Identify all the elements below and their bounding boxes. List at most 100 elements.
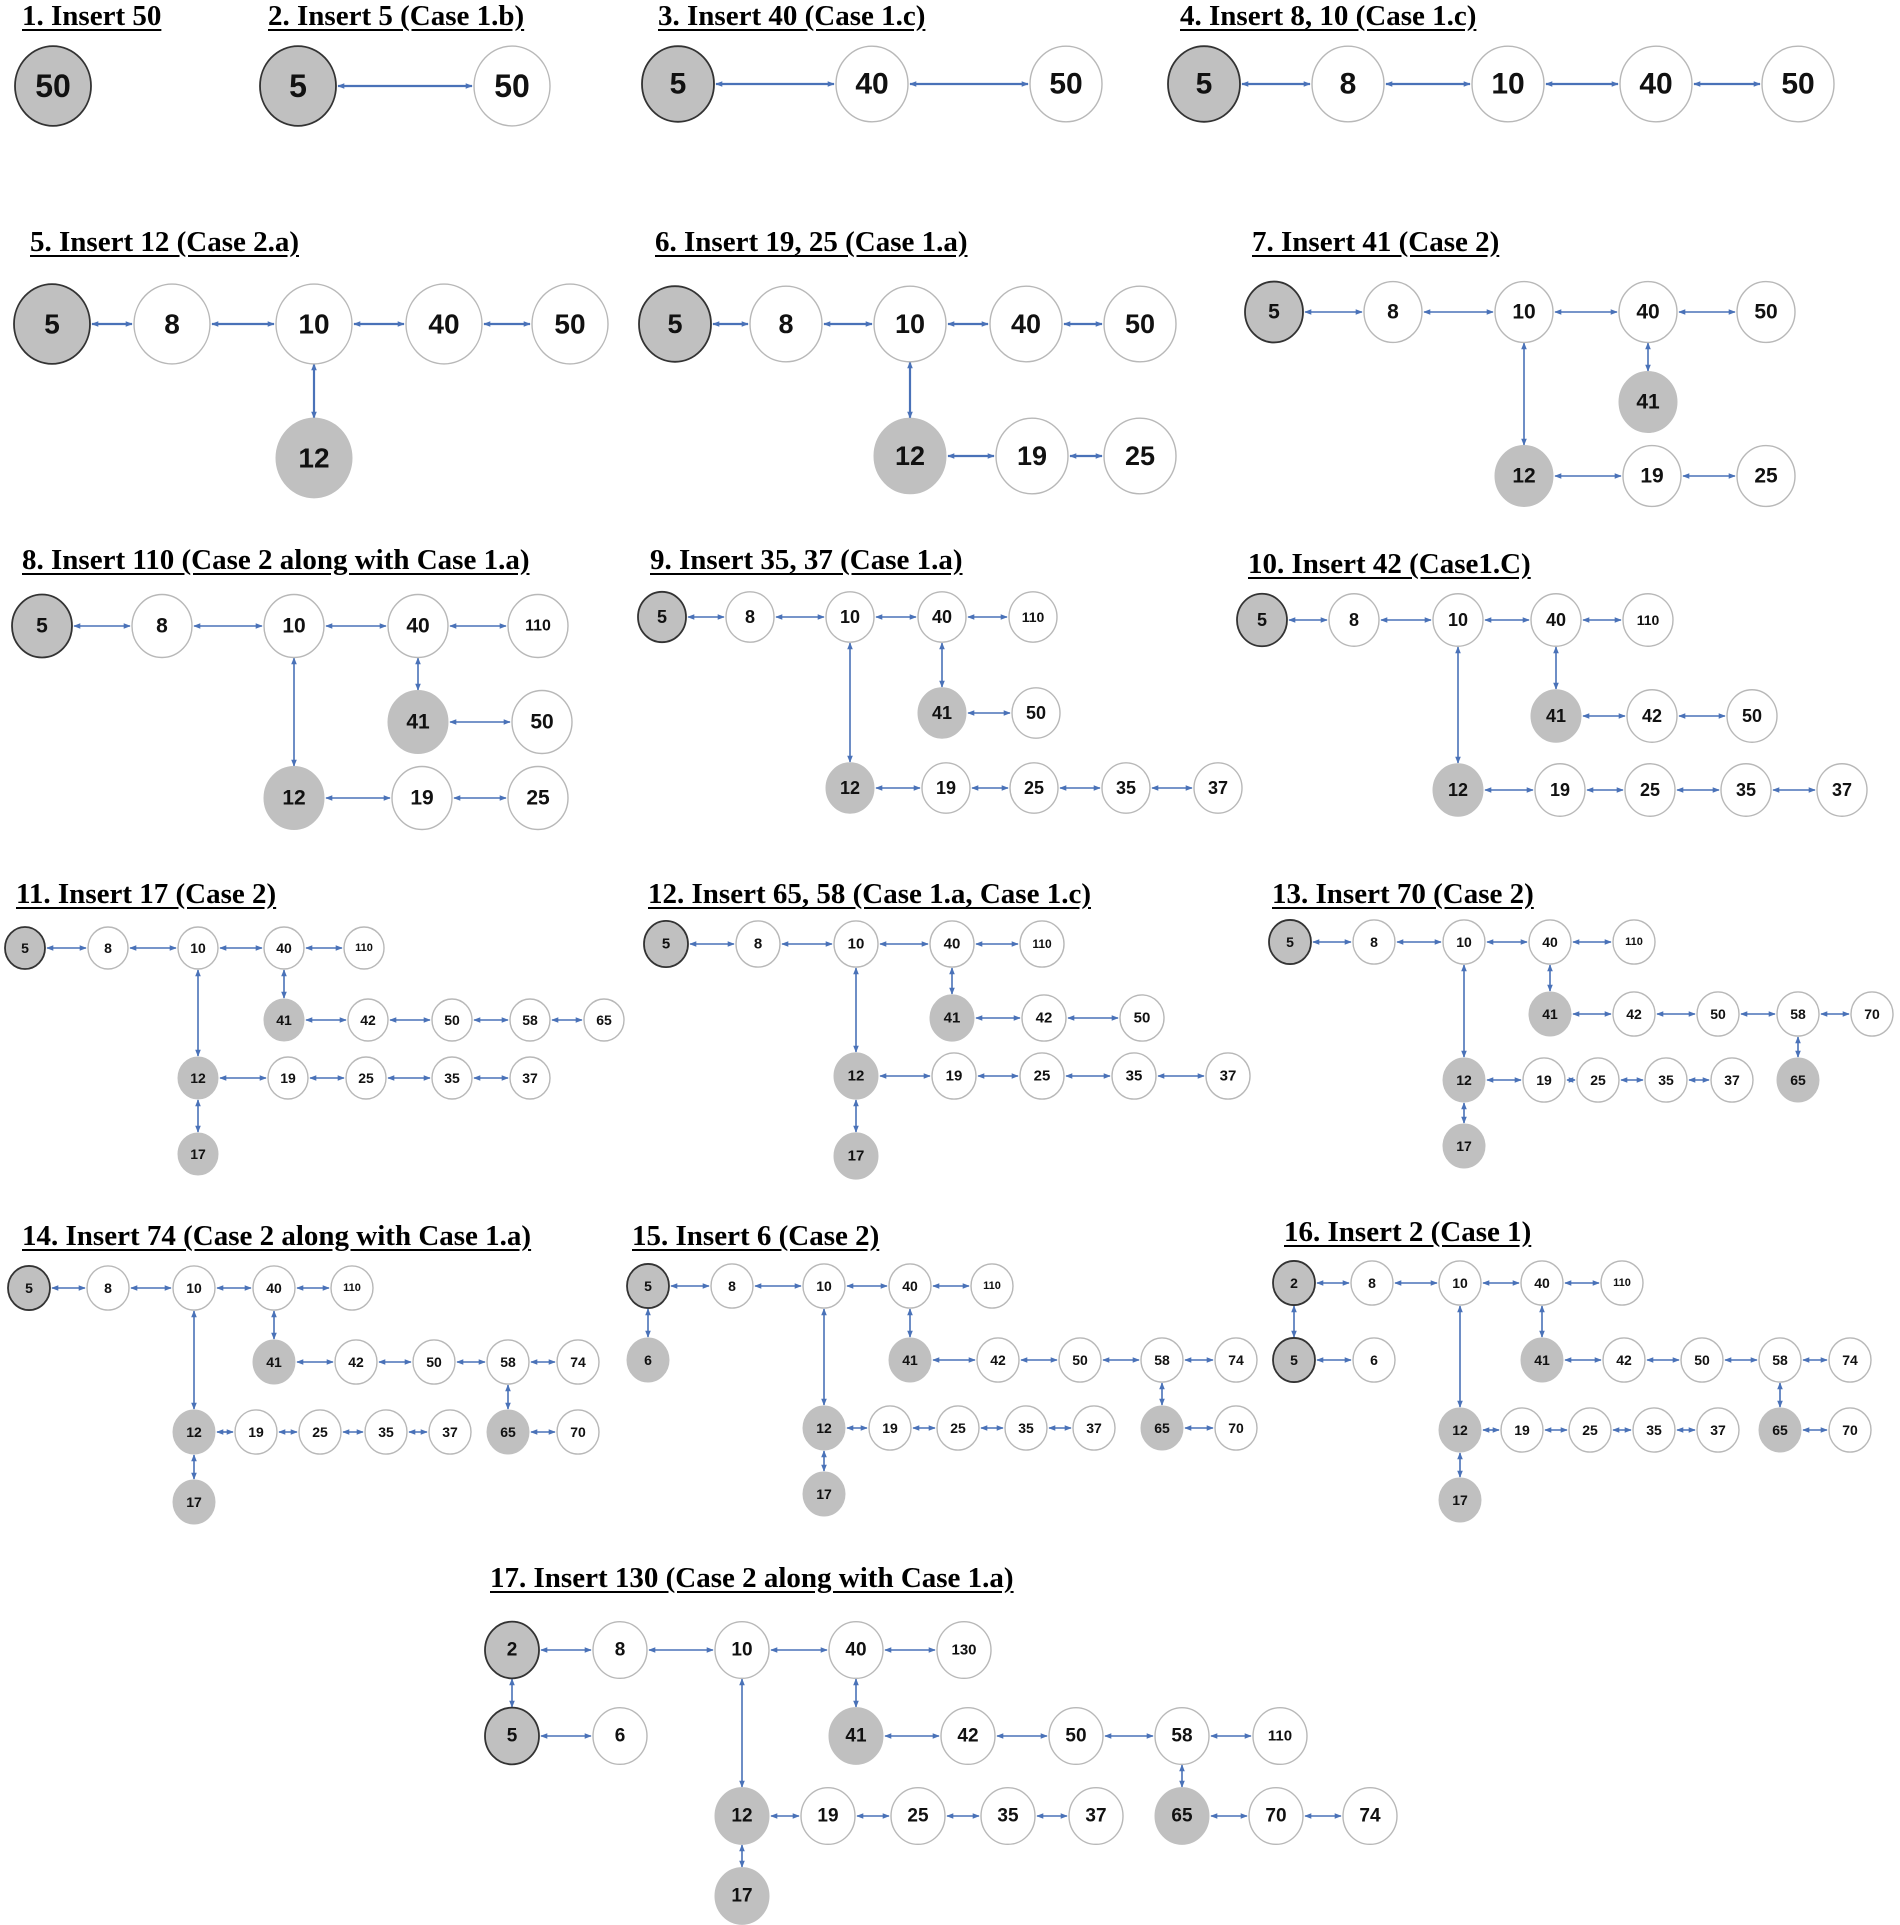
- panel-title: 5. Insert 12 (Case 2.a): [30, 226, 300, 258]
- node-value: 37: [522, 1070, 538, 1086]
- list-node: [1140, 1337, 1184, 1383]
- highlighted-node: [486, 1409, 530, 1455]
- node-value: 19: [410, 787, 433, 810]
- list-node: [1576, 1057, 1620, 1103]
- highlighted-node: [1154, 1787, 1210, 1845]
- node-value: 12: [840, 778, 860, 798]
- panel-title: 16. Insert 2 (Case 1): [1284, 1216, 1532, 1248]
- node-value: 40: [1534, 1275, 1550, 1291]
- list-node: [1528, 919, 1572, 965]
- list-node: [330, 1265, 374, 1311]
- node-value: 35: [1126, 1068, 1143, 1085]
- list-node: [1248, 1786, 1304, 1846]
- list-node: [1004, 1405, 1048, 1451]
- panel-title: 4. Insert 8, 10 (Case 1.c): [1180, 0, 1477, 32]
- node-value: 12: [848, 1068, 865, 1085]
- list-node: [133, 283, 211, 365]
- list-node: [1612, 991, 1656, 1037]
- node-value: 8: [778, 309, 793, 339]
- highlighted-node: [172, 1479, 216, 1525]
- node-value: 10: [282, 615, 305, 638]
- list-node: [1048, 1706, 1104, 1766]
- list-node: [970, 1263, 1014, 1309]
- list-node: [1500, 1407, 1544, 1453]
- list-node: [1530, 593, 1582, 647]
- list-node: [1352, 919, 1396, 965]
- highlighted-node: [828, 1707, 884, 1765]
- list-node: [87, 926, 129, 970]
- list-node: [1776, 991, 1820, 1037]
- node-value: 5: [1290, 1352, 1298, 1368]
- list-node: [828, 1620, 884, 1680]
- node-value: 25: [950, 1420, 966, 1436]
- list-node: [1214, 1337, 1258, 1383]
- step-1-list: 50: [14, 45, 92, 127]
- node-value: 110: [1637, 612, 1660, 628]
- node-value: 12: [895, 441, 925, 471]
- node-value: 70: [570, 1424, 586, 1440]
- node-value: 40: [266, 1280, 282, 1296]
- list-node: [431, 998, 473, 1042]
- list-node: [1522, 1057, 1566, 1103]
- panel-title: 8. Insert 110 (Case 2 along with Case 1.…: [22, 544, 530, 576]
- node-value: 35: [1116, 778, 1136, 798]
- node-value: 41: [1546, 706, 1566, 726]
- list-node: [976, 1337, 1020, 1383]
- list-node: [343, 926, 385, 970]
- node-value: 58: [522, 1012, 538, 1028]
- node-value: 42: [360, 1012, 376, 1028]
- node-value: 37: [1086, 1420, 1102, 1436]
- list-node: [1103, 285, 1177, 363]
- node-value: 19: [1017, 441, 1047, 471]
- node-value: 74: [570, 1354, 586, 1370]
- list-node: [1471, 45, 1545, 123]
- list-node: [1154, 1706, 1210, 1766]
- node-value: 5: [289, 68, 307, 104]
- list-node: [267, 1056, 309, 1100]
- node-value: 5: [662, 936, 670, 953]
- node-value: 5: [44, 309, 60, 340]
- node-value: 19: [1536, 1072, 1552, 1088]
- highlighted-node: [177, 1056, 219, 1100]
- node-value: 8: [754, 936, 762, 953]
- node-value: 8: [1340, 68, 1357, 101]
- node-value: 25: [1034, 1068, 1051, 1085]
- node-value: 5: [670, 68, 687, 101]
- node-value: 19: [1514, 1422, 1530, 1438]
- node-value: 10: [1448, 610, 1468, 630]
- list-node: [387, 593, 449, 659]
- head-node: [1272, 1337, 1316, 1383]
- node-value: 17: [731, 1886, 752, 1907]
- node-value: 50: [1754, 301, 1777, 324]
- node-value: 40: [902, 1278, 918, 1294]
- highlighted-node: [1432, 763, 1484, 817]
- node-value: 35: [444, 1070, 460, 1086]
- highlighted-node: [802, 1471, 846, 1517]
- head-node: [1272, 1260, 1316, 1306]
- node-value: 50: [1710, 1006, 1726, 1022]
- list-node: [1680, 1337, 1724, 1383]
- node-value: 58: [500, 1354, 516, 1370]
- list-node: [710, 1263, 754, 1309]
- node-value: 50: [1742, 706, 1762, 726]
- list-node: [1626, 689, 1678, 743]
- list-node: [1534, 763, 1586, 817]
- node-value: 40: [1542, 934, 1558, 950]
- list-node: [391, 765, 453, 831]
- highlighted-node: [1494, 445, 1554, 507]
- node-value: 17: [848, 1148, 865, 1165]
- list-node: [1520, 1260, 1564, 1306]
- list-node: [936, 1620, 992, 1680]
- list-node: [1612, 919, 1656, 965]
- highlighted-node: [917, 687, 967, 739]
- list-node: [1710, 1057, 1754, 1103]
- node-value: 25: [907, 1806, 929, 1827]
- node-value: 74: [1842, 1352, 1858, 1368]
- node-value: 19: [1550, 780, 1570, 800]
- node-value: 35: [1658, 1072, 1674, 1088]
